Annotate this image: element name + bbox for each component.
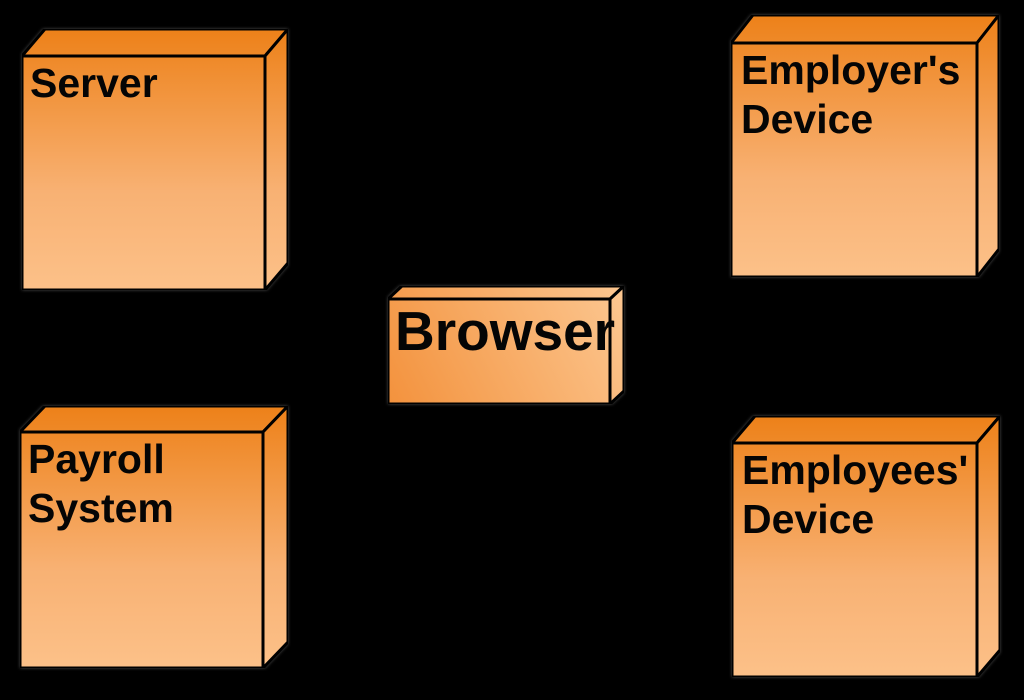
node-server-front-face [22,54,267,290]
node-browser-front-face [388,297,612,404]
node-employers-device-shape [731,15,999,277]
node-payroll-system-front-face [20,430,265,668]
node-employees-device-top-face [732,416,1000,445]
node-employees-device-front-face [732,441,979,677]
node-browser-top-face [388,286,624,301]
node-payroll-system-top-face [20,406,288,434]
node-employers-device-top-face [731,15,999,45]
node-payroll-system: Payroll System [20,406,288,668]
node-server-top-face [22,29,288,58]
node-payroll-system-side-face [261,406,288,668]
node-browser-shape [388,286,624,404]
node-server: Server [22,29,288,290]
node-payroll-system-shape [20,406,288,668]
node-employees-device-shape [732,416,1000,677]
node-employers-device: Employer's Device [731,15,999,277]
node-browser: Browser [388,286,624,404]
node-employees-device: Employees' Device [732,416,1000,677]
node-browser-side-face [608,286,624,404]
node-server-side-face [263,29,288,290]
node-employers-device-side-face [975,15,999,277]
node-employers-device-front-face [731,41,979,277]
node-server-shape [22,29,288,290]
node-employees-device-side-face [975,416,1000,677]
